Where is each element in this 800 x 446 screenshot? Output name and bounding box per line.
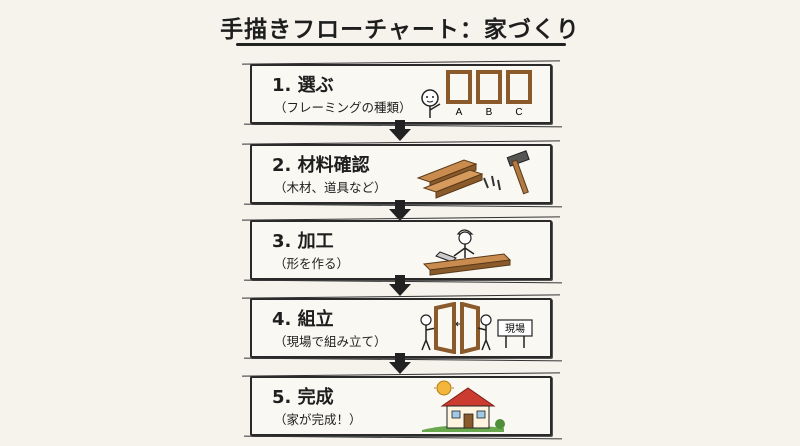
option-a-label: A — [456, 107, 463, 118]
step-1-subtitle: （フレーミングの種類） — [274, 100, 412, 115]
step-4-subtitle: （現場で組み立て） — [274, 334, 387, 349]
arrow-down-icon — [389, 353, 411, 374]
site-sign-label: 現場 — [505, 322, 525, 335]
step-1-box: 1. 選ぶ （フレーミングの種類） A B C — [250, 64, 552, 124]
arrow-down-icon — [389, 120, 411, 141]
step-3-box: 3. 加工 （形を作る） — [250, 220, 552, 280]
house-sun-icon — [422, 380, 505, 432]
title-underline — [236, 43, 566, 46]
step-4-box: 4. 組立 （現場で組み立て） 現場 — [250, 298, 552, 358]
step-5-title: 5. 完成 — [272, 387, 334, 408]
step-3-title: 3. 加工 — [272, 231, 334, 252]
lumber-tools-icon — [416, 150, 530, 199]
step-2-title: 2. 材料確認 — [272, 155, 370, 176]
arrow-down-icon — [389, 200, 411, 221]
assembly-frame-icon: 現場 — [420, 302, 533, 354]
option-c-label: C — [515, 107, 522, 118]
step-3-subtitle: （形を作る） — [274, 256, 350, 271]
step-2-subtitle: （木材、道具など） — [274, 180, 387, 195]
step-5-subtitle: （家が完成！） — [274, 412, 362, 427]
flowchart-title: 手描きフローチャート：家づくり — [220, 17, 580, 43]
arrow-down-icon — [389, 275, 411, 296]
step-4-title: 4. 組立 — [272, 309, 334, 330]
step-5-box: 5. 完成 （家が完成！） — [250, 376, 552, 436]
frame-options-icon: A B C — [421, 70, 532, 118]
step-1-title: 1. 選ぶ — [272, 75, 334, 96]
option-b-label: B — [486, 107, 493, 118]
sawing-worker-icon — [422, 229, 512, 276]
step-2-box: 2. 材料確認 （木材、道具など） — [250, 144, 552, 204]
